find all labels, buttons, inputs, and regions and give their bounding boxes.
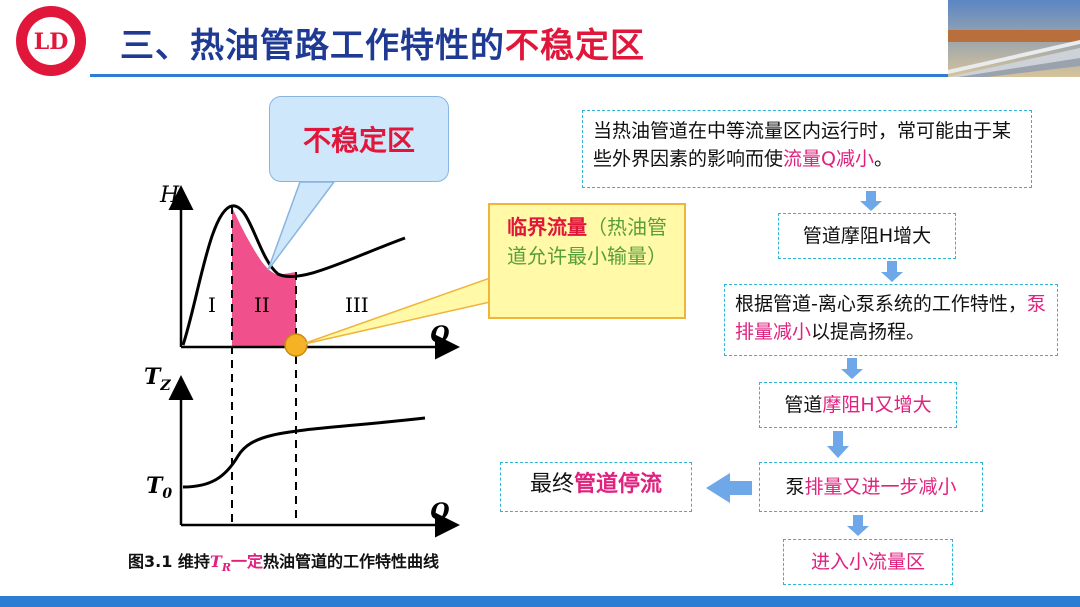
t-q-curve: [182, 416, 426, 489]
figure-caption: 图3.1 维持TR一定热油管道的工作特性曲线: [128, 552, 440, 575]
flow-step-6: 进入小流量区: [783, 539, 953, 585]
svg-text:LD: LD: [34, 29, 69, 55]
flow-step-3: 根据管道-离心泵系统的工作特性，泵排量减小以提高扬程。: [724, 284, 1058, 356]
title-main-text: 三、热油管路工作特性的: [120, 26, 505, 66]
flow-arrow-5: [847, 515, 869, 536]
flow-final-result: 最终管道停流: [500, 462, 692, 512]
flow-step-1: 当热油管道在中等流量区内运行时，常可能由于某些外界因素的影响而使流量Q减小。: [582, 110, 1032, 188]
region-1-label: I: [208, 293, 216, 317]
unstable-region-fill: [232, 207, 296, 347]
critical-flow-title: 临界流量: [507, 215, 587, 239]
q-axis-top-label: Q: [430, 322, 449, 348]
flow-arrows: [706, 191, 903, 536]
bottom-bar: [0, 596, 1080, 607]
page-title: 三、热油管路工作特性的不稳定区: [120, 18, 645, 67]
flow-arrow-4: [827, 431, 849, 458]
flow-step-4: 管道摩阻H又增大: [759, 382, 957, 428]
flow-arrow-left: [706, 473, 752, 503]
tz-axis-label: TZ: [144, 364, 171, 394]
pipeline-photo: [948, 0, 1080, 77]
unstable-region-callout: 不稳定区: [269, 96, 449, 182]
critical-callout-pointer: [299, 276, 491, 346]
flow-step-5: 泵排量又进一步减小: [759, 462, 983, 512]
h-q-curve: [181, 204, 406, 346]
flow-arrow-1: [860, 191, 882, 211]
flow-arrow-3: [841, 358, 863, 379]
unstable-callout-pointer: [267, 181, 336, 271]
flow-step-2: 管道摩阻H增大: [778, 213, 956, 259]
flow-arrow-2: [881, 261, 903, 282]
critical-flow-callout: 临界流量（热油管道允许最小输量）: [488, 203, 686, 319]
region-2-label: II: [254, 293, 270, 317]
title-highlight-text: 不稳定区: [505, 26, 645, 66]
region-3-label: III: [345, 293, 369, 317]
q-axis-bottom-label: Q: [430, 499, 449, 525]
university-logo-icon: LD: [16, 6, 86, 76]
t0-axis-label: T0: [146, 473, 172, 502]
critical-flow-note: （热油管道允许最小输量）: [507, 215, 667, 268]
critical-point-marker: [284, 333, 308, 357]
h-axis-label: H: [159, 183, 180, 208]
title-divider: [90, 74, 1030, 77]
